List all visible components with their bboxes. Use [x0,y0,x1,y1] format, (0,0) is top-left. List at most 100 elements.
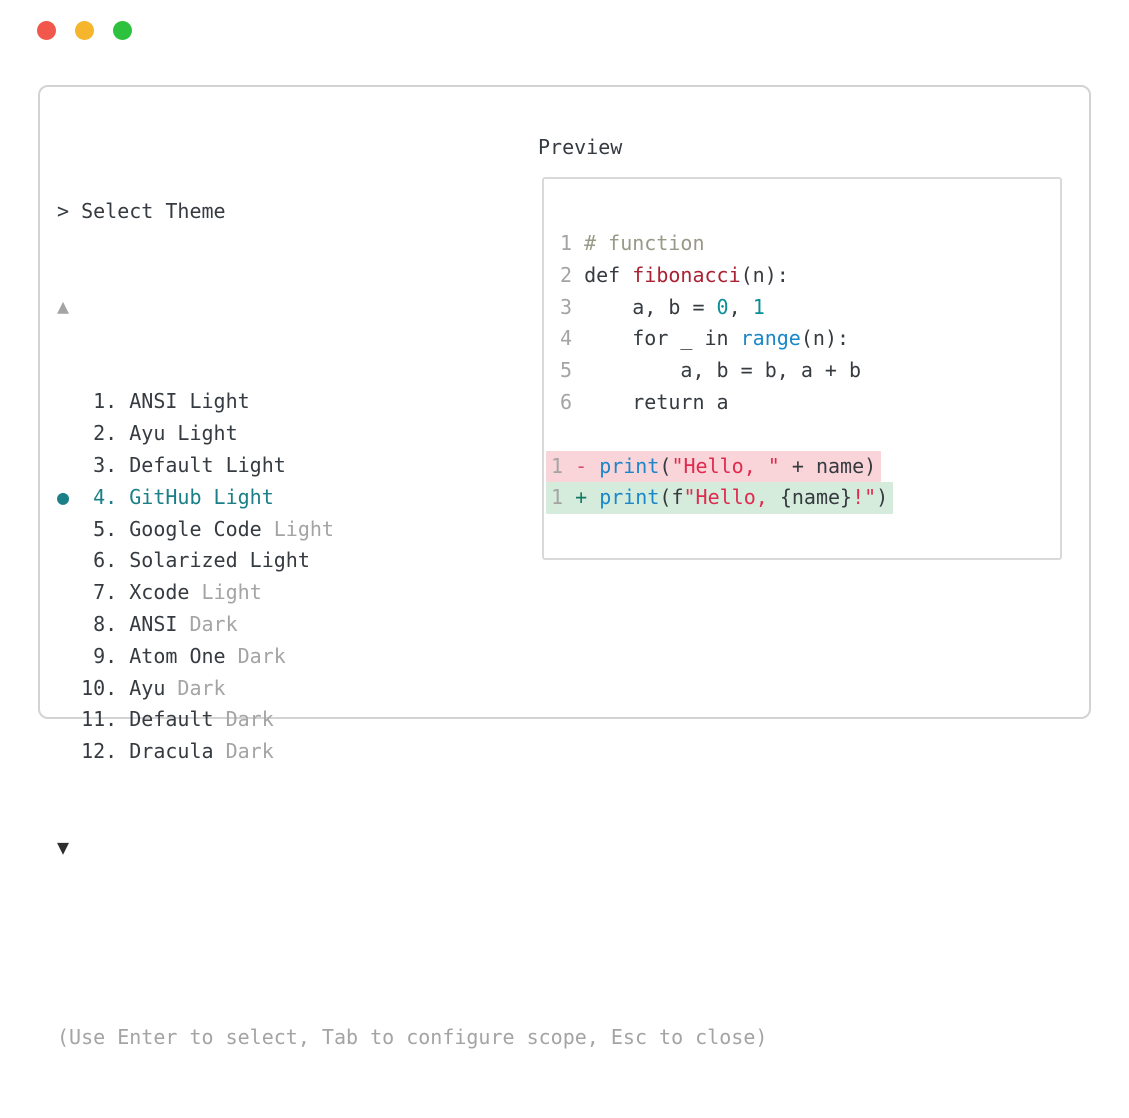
theme-option-7[interactable]: 7. Xcode Light [57,577,767,609]
code-token: (n): [740,262,789,287]
theme-option-10[interactable]: 10. Ayu Dark [57,673,767,705]
theme-option-number: 11. [81,707,130,732]
theme-option-variant: Dark [177,611,238,636]
theme-option-name: Ayu [129,675,166,700]
bullet-spacer [57,644,81,668]
line-number: 5 [560,358,573,383]
scroll-down-indicator-icon[interactable]: ▼ [57,834,70,859]
code-token: (n): [800,326,850,351]
theme-option-name: ANSI [129,611,178,636]
code-token: print [599,485,660,510]
code-token: ) [876,485,889,510]
code-token: for _ in [584,326,741,351]
theme-option-variant: Dark [165,675,226,700]
theme-option-name: Solarized Light [129,548,310,573]
prompt-title: Select Theme [81,198,226,223]
code-line: 3 a, b = 0, 1 [560,292,1060,324]
theme-option-number: 6. [81,548,130,573]
code-token: !" [852,485,877,510]
theme-option-name: GitHub Light [129,484,274,509]
code-token: 1 [752,294,765,319]
code-token: ( [659,453,672,478]
code-token: def [584,262,633,287]
theme-option-number: 1. [81,389,130,414]
zoom-button[interactable] [113,21,132,40]
code-token: , [728,294,753,319]
theme-option-number: 7. [81,580,130,605]
theme-option-6[interactable]: 6. Solarized Light [57,545,767,577]
code-token: + name) [779,453,877,478]
code-line: 5 a, b = b, a + b [560,355,1060,387]
theme-option-number: 5. [81,516,130,541]
code-line: 4 for _ in range(n): [560,323,1060,355]
bullet-spacer [57,548,81,572]
theme-option-4[interactable]: ● 4. GitHub Light [57,482,767,514]
code-token: print [599,453,660,478]
code-token: return a [584,389,729,414]
theme-option-variant: Dark [213,707,274,732]
theme-option-number: 10. [81,675,130,700]
code-line: 2 def fibonacci(n): [560,260,1060,292]
window-controls [37,21,132,40]
line-number: 1 [551,485,564,510]
line-number: 2 [560,262,573,287]
theme-option-3[interactable]: 3. Default Light [57,450,767,482]
theme-option-11[interactable]: 11. Default Dark [57,704,767,736]
diff-line-row: 1 - print("Hello, " + name) [546,450,1060,483]
bullet-spacer [57,739,81,763]
bullet-spacer [57,453,81,477]
theme-list: 1. ANSI Light 2. Ayu Light 3. Default Li… [57,386,767,768]
code-token: + [575,485,600,510]
theme-option-1[interactable]: 1. ANSI Light [57,386,767,418]
theme-option-number: 2. [81,421,130,446]
theme-picker-dialog: > Select Theme ▲ 1. ANSI Light 2. Ayu Li… [38,85,1091,1049]
theme-option-name: ANSI Light [129,389,250,414]
preview-label: Preview [538,135,623,159]
theme-option-12[interactable]: 12. Dracula Dark [57,736,767,768]
scroll-up-indicator-icon[interactable]: ▲ [57,293,70,318]
theme-option-number: 12. [81,739,130,764]
code-token: # function [584,231,705,255]
theme-option-number: 3. [81,452,130,477]
bullet-spacer [57,707,81,731]
theme-option-variant: Light [261,516,334,541]
theme-option-2[interactable]: 2. Ayu Light [57,418,767,450]
theme-option-variant: Dark [225,643,286,668]
theme-option-name: Default [129,707,214,732]
theme-option-9[interactable]: 9. Atom One Dark [57,641,767,673]
line-number: 6 [560,389,573,414]
code-line: 1 # function [560,228,1060,260]
code-token: "Hello, [683,485,780,510]
code-token: (f [659,485,684,510]
line-number: 1 [551,453,564,478]
bullet-spacer [57,389,81,413]
theme-option-number: 4. [81,484,130,509]
theme-option-name: Default Light [129,452,286,477]
close-button[interactable] [37,21,56,40]
line-number: 1 [560,231,573,255]
selected-indicator-icon: ● [57,484,82,509]
bullet-spacer [57,517,81,541]
theme-option-name: Google Code [129,516,262,541]
theme-option-number: 8. [81,611,130,636]
diff-removed-line: 1 - print("Hello, " + name) [546,450,882,483]
blank-code-line [560,419,1060,451]
theme-option-variant: Light [189,580,262,605]
theme-option-name: Atom One [129,643,226,668]
code-line: 6 return a [560,387,1060,419]
diff-added-line: 1 + print(f"Hello, {name}!") [546,482,894,515]
theme-option-name: Xcode [129,580,190,605]
theme-option-5[interactable]: 5. Google Code Light [57,514,767,546]
minimize-button[interactable] [75,21,94,40]
theme-option-8[interactable]: 8. ANSI Dark [57,609,767,641]
keyboard-hints: (Use Enter to select, Tab to configure s… [57,1025,768,1050]
theme-option-variant: Dark [213,739,274,764]
code-token: - [575,453,600,478]
bullet-spacer [57,676,81,700]
spacer-row [57,927,767,959]
diff-line-row: 1 + print(f"Hello, {name}!") [546,482,1060,515]
line-number: 3 [560,294,573,319]
code-token: range [740,326,801,351]
